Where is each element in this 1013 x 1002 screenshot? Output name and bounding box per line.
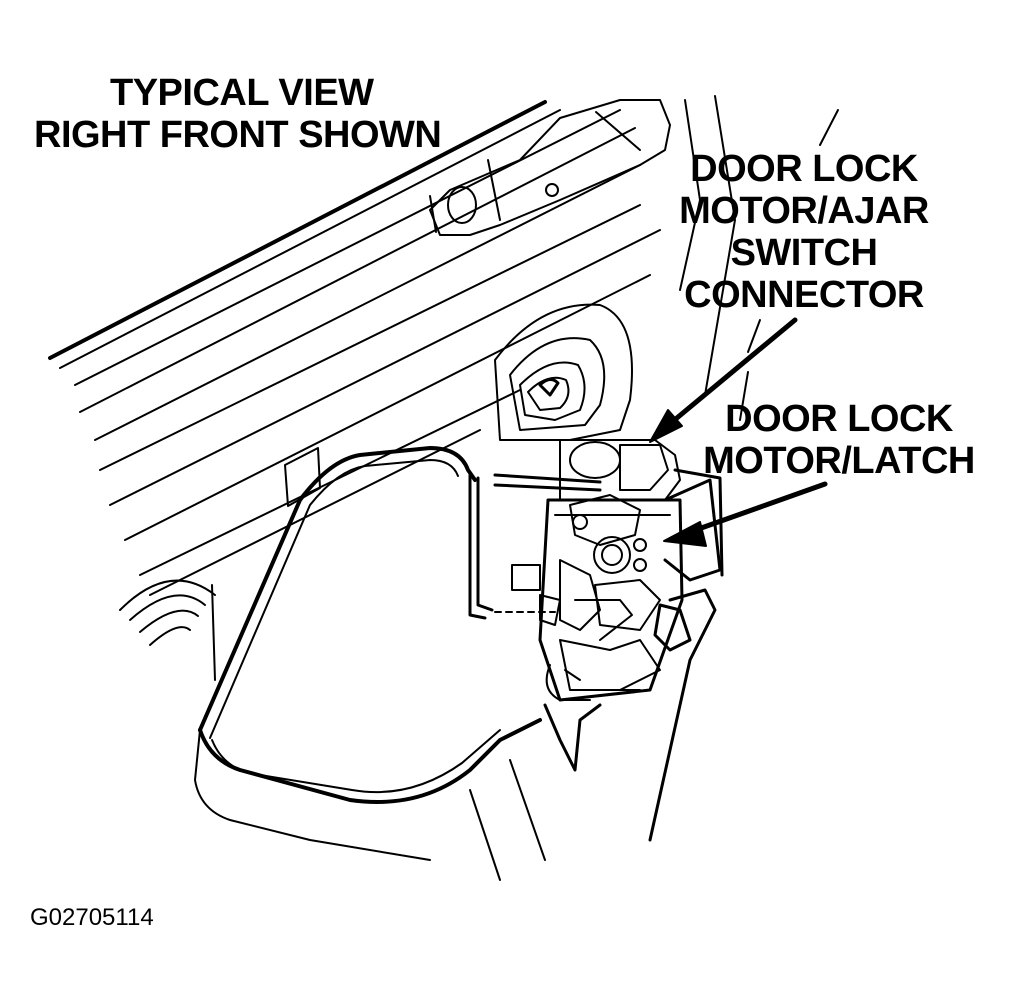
connector-callout-line-2: MOTOR/AJAR (679, 190, 929, 232)
latch-callout-line-1: DOOR LOCK (725, 398, 953, 440)
connector-leader (649, 317, 798, 443)
title-line-1: TYPICAL VIEW (110, 72, 374, 114)
access-hole-rings (119, 579, 216, 681)
door-edge-lines (679, 95, 839, 396)
door-end-plate (543, 468, 724, 842)
glass-channel-bracket (429, 99, 671, 236)
connector-callout-line-4: CONNECTOR (684, 274, 924, 316)
door-frame-lines (48, 100, 661, 596)
latch-callout-label: DOOR LOCK MOTOR/LATCH (694, 398, 984, 482)
title-line-2: RIGHT FRONT SHOWN (34, 114, 442, 156)
latch-assembly (511, 439, 684, 702)
connector-callout-line-1: DOOR LOCK (690, 148, 918, 190)
mounting-boss (494, 303, 633, 441)
inner-panel-opening (194, 446, 546, 881)
lock-rod (468, 473, 602, 620)
connector-callout-label: DOOR LOCK MOTOR/AJAR SWITCH CONNECTOR (672, 148, 936, 316)
figure-id: G02705114 (30, 904, 154, 931)
connector-callout-line-3: SWITCH (730, 232, 878, 274)
panel-tab (284, 447, 321, 507)
latch-leader (663, 481, 828, 547)
latch-callout-line-2: MOTOR/LATCH (703, 440, 975, 482)
